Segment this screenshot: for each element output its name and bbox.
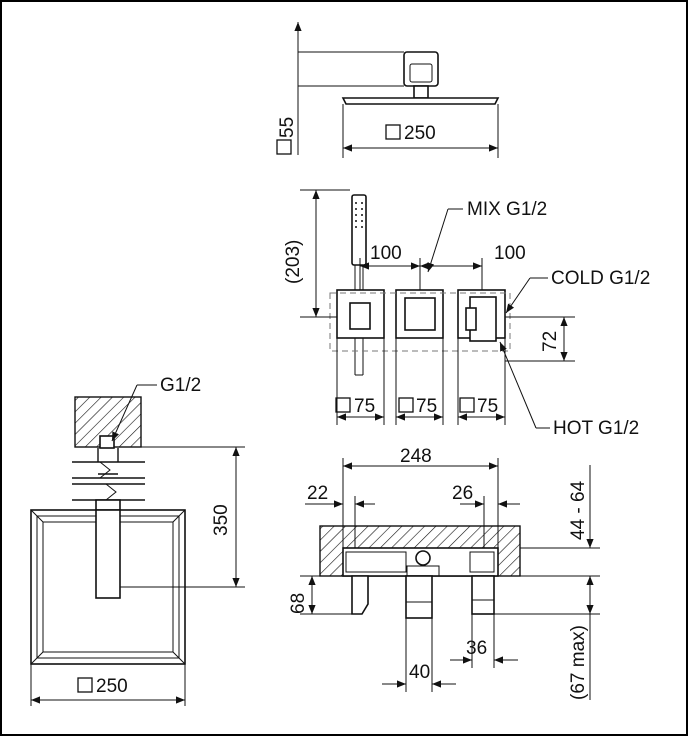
offset-left-label: 22	[307, 483, 328, 504]
mix-inlet-label: MIX G1/2	[467, 199, 547, 220]
projection-left-label: 68	[288, 593, 309, 614]
handshower-height-label: (203)	[283, 240, 304, 284]
offset-right-label: 26	[452, 483, 473, 504]
drop-label: 350	[211, 504, 232, 536]
mixer-front-view: (203) 100 100 MIX G1/2 COLD G1/2 HOT G1/…	[283, 189, 650, 439]
spacing-right-label: 100	[494, 243, 526, 264]
arm-height-label: 55	[277, 117, 298, 138]
plate-right-label: 75	[477, 396, 498, 417]
overhead-shower-view: 55 250	[276, 22, 500, 158]
spout-width-label: 40	[409, 662, 430, 683]
plate-mid-label: 75	[416, 396, 437, 417]
head-width-label: 250	[404, 123, 436, 144]
ceiling-shower-view: G1/2 350 250	[30, 375, 245, 706]
shower-arm-bracket	[403, 51, 439, 87]
connection-label: G1/2	[160, 375, 201, 396]
square-symbol-icon	[385, 124, 401, 140]
body-width-label: 248	[400, 446, 432, 467]
cold-inlet-label: COLD G1/2	[551, 268, 650, 289]
square-symbol-icon	[77, 677, 93, 693]
square-symbol-icon	[459, 397, 475, 413]
shower-arm	[413, 85, 429, 99]
hot-inlet-label: HOT G1/2	[553, 418, 639, 439]
knob-height-label: 72	[540, 331, 561, 352]
projection-right-label: (67 max)	[568, 625, 589, 700]
ceiling-head-width-label: 250	[96, 676, 128, 697]
mixer-knob	[471, 575, 495, 615]
drop-pipe	[97, 448, 119, 475]
shower-head-profile	[341, 97, 500, 105]
square-symbol-icon	[335, 397, 351, 413]
square-symbol-icon	[398, 397, 414, 413]
knob-width-label: 36	[466, 638, 487, 659]
mixer-section-view: 248 22 26 44 - 64 (67 max) 68	[288, 446, 600, 700]
handshower	[351, 194, 367, 266]
square-symbol-icon	[276, 139, 292, 155]
plate-left-label: 75	[354, 396, 375, 417]
wall-depth-label: 44 - 64	[568, 480, 589, 540]
diverter-knob	[405, 575, 433, 619]
left-outlet	[351, 575, 369, 615]
spacing-left-label: 100	[370, 243, 402, 264]
